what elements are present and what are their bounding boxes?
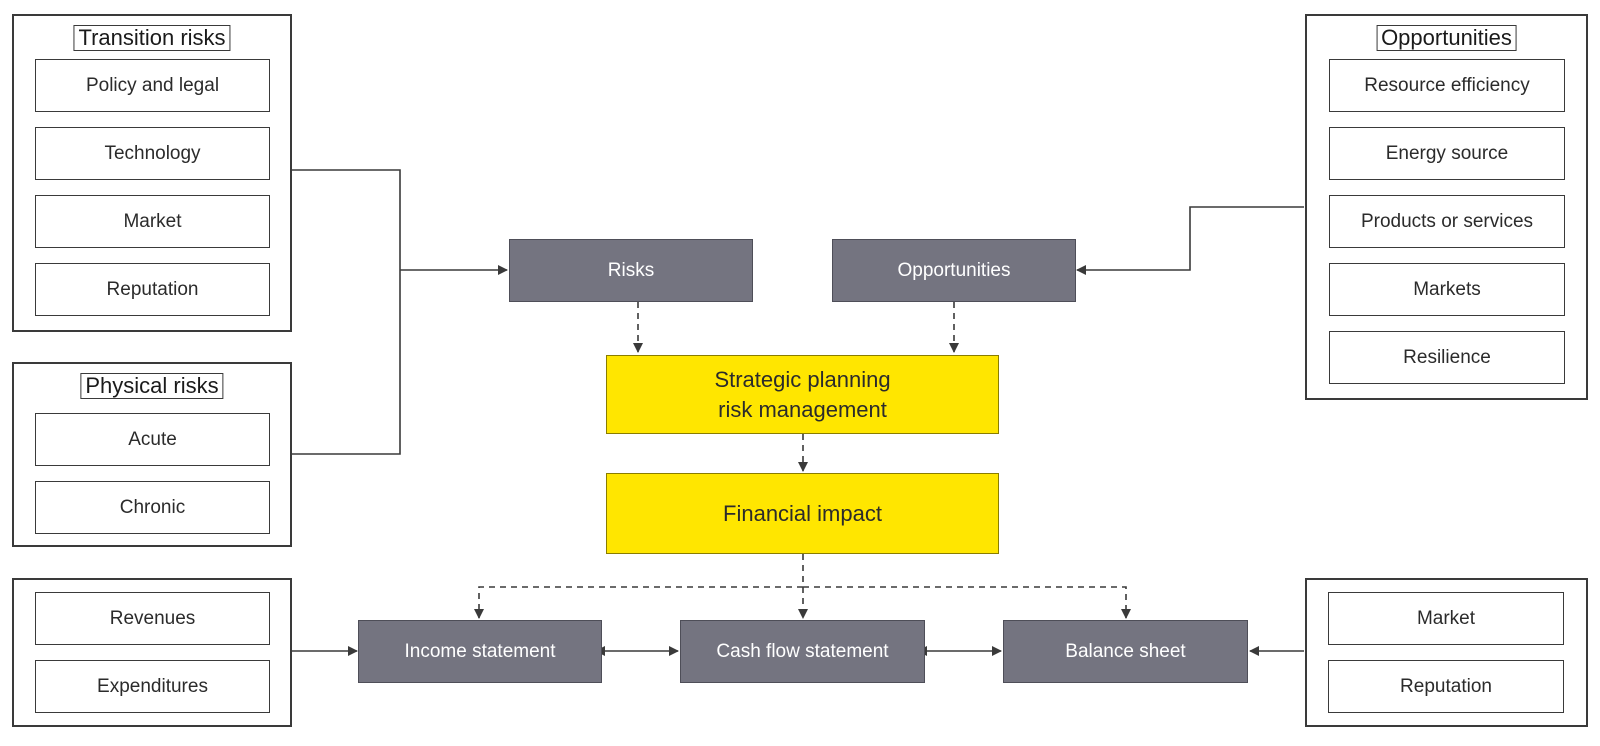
opportunity-item-resource-efficiency: Resource efficiency bbox=[1329, 59, 1565, 112]
opportunities-box: Opportunities bbox=[832, 239, 1076, 302]
physical-risks-panel: Physical risks Acute Chronic bbox=[12, 362, 292, 547]
transition-item-reputation: Reputation bbox=[35, 263, 270, 316]
transition-risks-panel: Transition risks Policy and legal Techno… bbox=[12, 14, 292, 332]
opportunity-item-resilience: Resilience bbox=[1329, 331, 1565, 384]
balance-sheet-box: Balance sheet bbox=[1003, 620, 1248, 683]
opportunity-item-markets: Markets bbox=[1329, 263, 1565, 316]
balance-input-reputation: Reputation bbox=[1328, 660, 1564, 713]
transition-item-technology: Technology bbox=[35, 127, 270, 180]
opportunity-item-products-services: Products or services bbox=[1329, 195, 1565, 248]
income-input-revenues: Revenues bbox=[35, 592, 270, 645]
strategic-planning-line1: Strategic planning bbox=[714, 366, 891, 392]
financial-impact-label: Financial impact bbox=[723, 500, 882, 526]
transition-risks-connector bbox=[289, 169, 401, 270]
opportunities-panel: Opportunities Resource efficiency Energy… bbox=[1305, 14, 1588, 400]
income-input-expenditures: Expenditures bbox=[35, 660, 270, 713]
physical-risks-connector bbox=[289, 270, 401, 455]
opportunities-panel-title: Opportunities bbox=[1376, 25, 1517, 51]
transition-item-market: Market bbox=[35, 195, 270, 248]
physical-item-chronic: Chronic bbox=[35, 481, 270, 534]
income-statement-box: Income statement bbox=[358, 620, 602, 683]
income-inputs-panel: Revenues Expenditures bbox=[12, 578, 292, 727]
physical-risks-title: Physical risks bbox=[80, 373, 224, 399]
risks-box: Risks bbox=[509, 239, 753, 302]
opportunities-arrow bbox=[1076, 206, 1304, 275]
opportunity-item-energy-source: Energy source bbox=[1329, 127, 1565, 180]
strategic-planning-line2: risk management bbox=[718, 396, 887, 422]
financial-to-balance-arrow bbox=[803, 586, 1131, 619]
balance-inputs-panel: Market Reputation bbox=[1305, 578, 1588, 727]
transition-item-policy: Policy and legal bbox=[35, 59, 270, 112]
financial-impact-box: Financial impact bbox=[606, 473, 999, 554]
strategic-planning-box: Strategic planning risk management bbox=[606, 355, 999, 434]
cash-flow-statement-box: Cash flow statement bbox=[680, 620, 925, 683]
balance-input-market: Market bbox=[1328, 592, 1564, 645]
physical-item-acute: Acute bbox=[35, 413, 270, 466]
transition-risks-title: Transition risks bbox=[73, 25, 231, 51]
financial-to-income-arrow bbox=[474, 554, 804, 619]
